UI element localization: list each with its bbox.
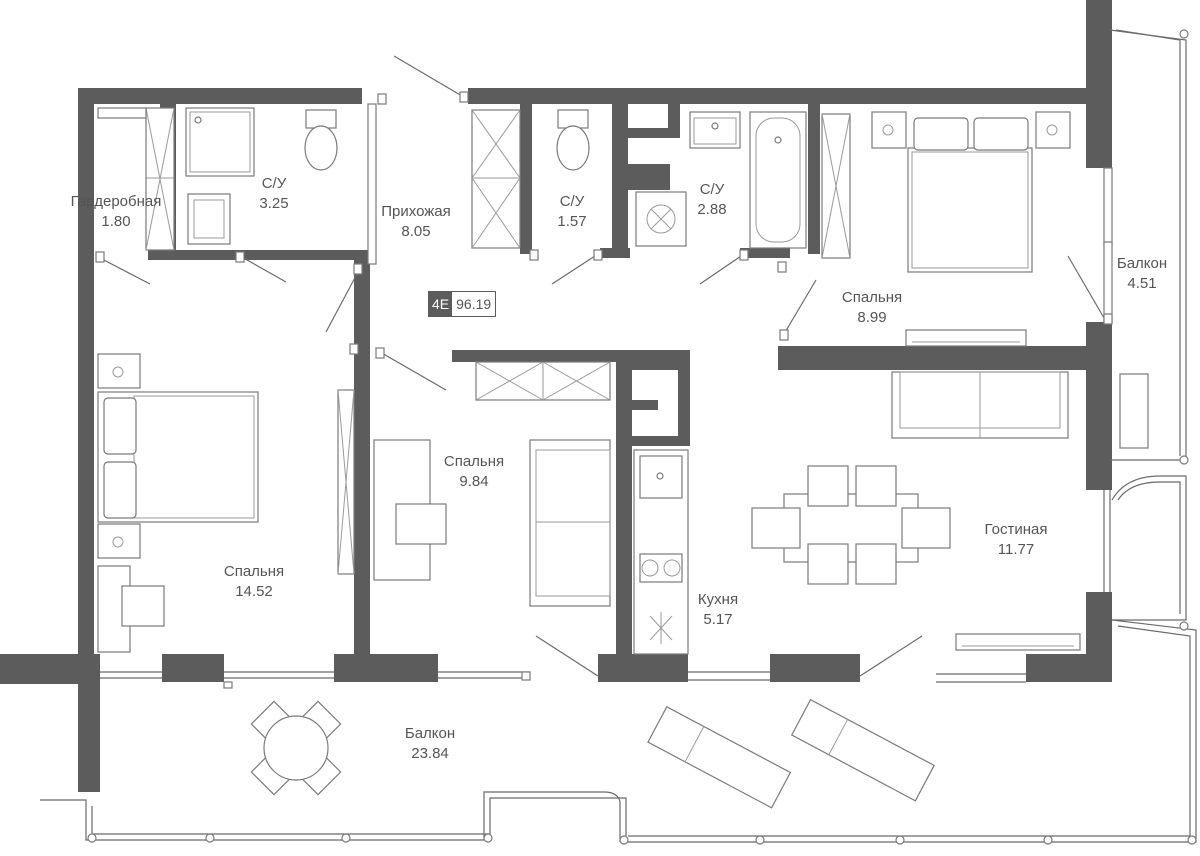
balcony-furniture bbox=[250, 698, 935, 809]
room-label-hall: Прихожая 8.05 bbox=[381, 202, 451, 242]
room-area: 1.80 bbox=[101, 213, 131, 230]
room-name: Гардеробная bbox=[70, 193, 162, 210]
room-label-balcony-s: Балкон 23.84 bbox=[405, 724, 455, 764]
bath-fixtures bbox=[185, 107, 807, 249]
room-label-bedroom-mid: Спальня 9.84 bbox=[444, 452, 504, 492]
room-label-bath1: С/У 3.25 bbox=[259, 174, 288, 214]
room-area: 8.99 bbox=[857, 309, 887, 326]
apartment-area: 96.19 bbox=[456, 296, 492, 312]
room-name: Балкон bbox=[404, 725, 456, 742]
room-area: 1.57 bbox=[557, 213, 587, 230]
room-area: 11.77 bbox=[997, 541, 1035, 558]
room-area: 8.05 bbox=[401, 223, 431, 240]
bedroom-ne-furniture bbox=[871, 111, 1071, 347]
room-name: Спальня bbox=[223, 563, 285, 580]
room-name: С/У bbox=[559, 193, 585, 210]
room-name: Балкон bbox=[1116, 255, 1168, 272]
room-area: 14.52 bbox=[235, 583, 273, 600]
room-label-bedroom-w: Спальня 14.52 bbox=[224, 562, 284, 602]
room-label-wardrobe: Гардеробная 1.80 bbox=[71, 192, 162, 232]
room-label-living: Гостиная 11.77 bbox=[985, 520, 1048, 560]
room-label-bath2: С/У 1.57 bbox=[557, 192, 586, 232]
apartment-code: 4E bbox=[429, 292, 453, 316]
room-name: Кухня bbox=[697, 591, 739, 608]
room-name: С/У bbox=[699, 181, 725, 198]
walls bbox=[0, 0, 1112, 792]
room-area: 2.88 bbox=[697, 201, 727, 218]
balcony-outlines bbox=[40, 29, 1197, 845]
room-label-bath3: С/У 2.88 bbox=[697, 180, 726, 220]
living-furniture bbox=[751, 371, 1149, 651]
kitchen-furniture bbox=[633, 449, 689, 655]
room-area: 3.25 bbox=[259, 195, 289, 212]
room-area: 9.84 bbox=[459, 473, 489, 490]
room-area: 5.17 bbox=[703, 611, 733, 628]
room-area: 4.51 bbox=[1127, 275, 1157, 292]
room-name: С/У bbox=[261, 175, 287, 192]
room-label-balcony-e: Балкон 4.51 bbox=[1117, 254, 1167, 294]
bedroom-mid-furniture bbox=[373, 439, 611, 607]
room-label-bedroom-ne: Спальня 8.99 bbox=[842, 288, 902, 328]
closets bbox=[97, 107, 851, 575]
room-name: Спальня bbox=[841, 289, 903, 306]
bedroom-w-furniture bbox=[97, 353, 259, 653]
room-name: Прихожая bbox=[381, 203, 451, 220]
room-label-kitchen: Кухня 5.17 bbox=[698, 590, 738, 630]
room-area: 23.84 bbox=[411, 745, 449, 762]
room-name: Спальня bbox=[443, 453, 505, 470]
doors bbox=[95, 55, 1113, 689]
room-name: Гостиная bbox=[984, 521, 1048, 538]
apartment-badge: 4E 96.19 bbox=[428, 291, 497, 317]
